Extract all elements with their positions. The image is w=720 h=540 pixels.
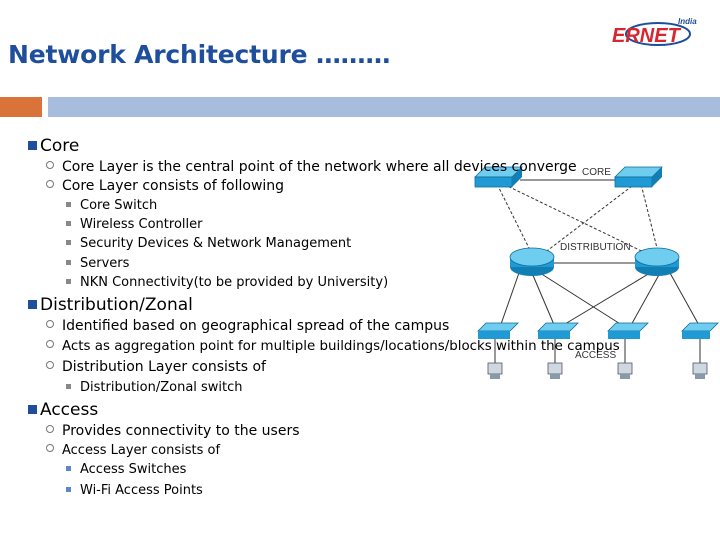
- access-label: ACCESS: [575, 350, 616, 361]
- core-subitem-5: NKN Connectivity(to be provided by Unive…: [66, 275, 388, 290]
- small-square-bullet-icon: [66, 466, 71, 471]
- distribution-label: DISTRIBUTION: [560, 242, 631, 253]
- core-subitem-1: Core Switch: [66, 198, 157, 213]
- network-diagram: CORE DISTRIBUTION ACCESS: [474, 166, 719, 379]
- small-square-bullet-icon: [66, 202, 71, 207]
- access-subitem-1: Access Switches: [66, 462, 186, 477]
- access-item-2: Access Layer consists of: [46, 443, 220, 458]
- diagram-links: [494, 179, 701, 363]
- distribution-router-left-icon: [509, 247, 555, 276]
- access-heading: Access: [28, 400, 98, 420]
- small-square-bullet-icon: [66, 221, 71, 226]
- core-label: CORE: [582, 167, 611, 178]
- square-bullet-icon: [28, 300, 37, 309]
- circle-bullet-icon: [46, 425, 54, 433]
- core-item-1: Core Layer is the central point of the n…: [46, 159, 577, 175]
- square-bullet-icon: [28, 405, 37, 414]
- access-switch-3-icon: [607, 322, 649, 339]
- small-square-bullet-icon: [66, 240, 71, 245]
- circle-bullet-icon: [46, 320, 54, 328]
- pc-1-icon: [487, 362, 503, 379]
- logo-text: ERNET: [612, 25, 682, 47]
- distribution-heading: Distribution/Zonal: [28, 295, 193, 315]
- access-switch-2-icon: [537, 322, 579, 339]
- small-square-bullet-icon: [66, 279, 71, 284]
- pc-2-icon: [547, 362, 563, 379]
- access-item-1: Provides connectivity to the users: [46, 423, 300, 439]
- accent-bar-blue: [48, 97, 720, 117]
- pc-3-icon: [617, 362, 633, 379]
- small-square-bullet-icon: [66, 384, 71, 389]
- core-subitem-2: Wireless Controller: [66, 217, 202, 232]
- distribution-item-2: Acts as aggregation point for multiple b…: [46, 339, 620, 354]
- square-bullet-icon: [28, 141, 37, 150]
- core-subitem-3: Security Devices & Network Management: [66, 236, 351, 251]
- logo-subtext: India: [678, 17, 697, 26]
- ernet-logo: ERNET India: [612, 17, 697, 47]
- access-subitem-2: Wi-Fi Access Points: [66, 483, 203, 498]
- circle-bullet-icon: [46, 361, 54, 369]
- circle-bullet-icon: [46, 444, 54, 452]
- circle-bullet-icon: [46, 340, 54, 348]
- core-switch-right-icon: [614, 166, 663, 188]
- distribution-item-3: Distribution Layer consists of: [46, 359, 266, 375]
- pc-4-icon: [692, 362, 708, 379]
- core-switch-left-icon: [474, 166, 523, 188]
- small-square-bullet-icon: [66, 487, 71, 492]
- distribution-item-1: Identified based on geographical spread …: [46, 318, 449, 334]
- core-subitem-4: Servers: [66, 256, 129, 271]
- core-heading: Core: [28, 136, 79, 156]
- distribution-subitem-1: Distribution/Zonal switch: [66, 380, 243, 395]
- circle-bullet-icon: [46, 180, 54, 188]
- accent-bar-orange: [0, 97, 42, 117]
- access-switch-1-icon: [477, 322, 519, 339]
- slide-title: Network Architecture ………: [8, 40, 391, 69]
- distribution-router-right-icon: [634, 247, 680, 276]
- small-square-bullet-icon: [66, 260, 71, 265]
- core-item-2: Core Layer consists of following: [46, 178, 284, 194]
- circle-bullet-icon: [46, 161, 54, 169]
- access-switch-4-icon: [681, 322, 719, 339]
